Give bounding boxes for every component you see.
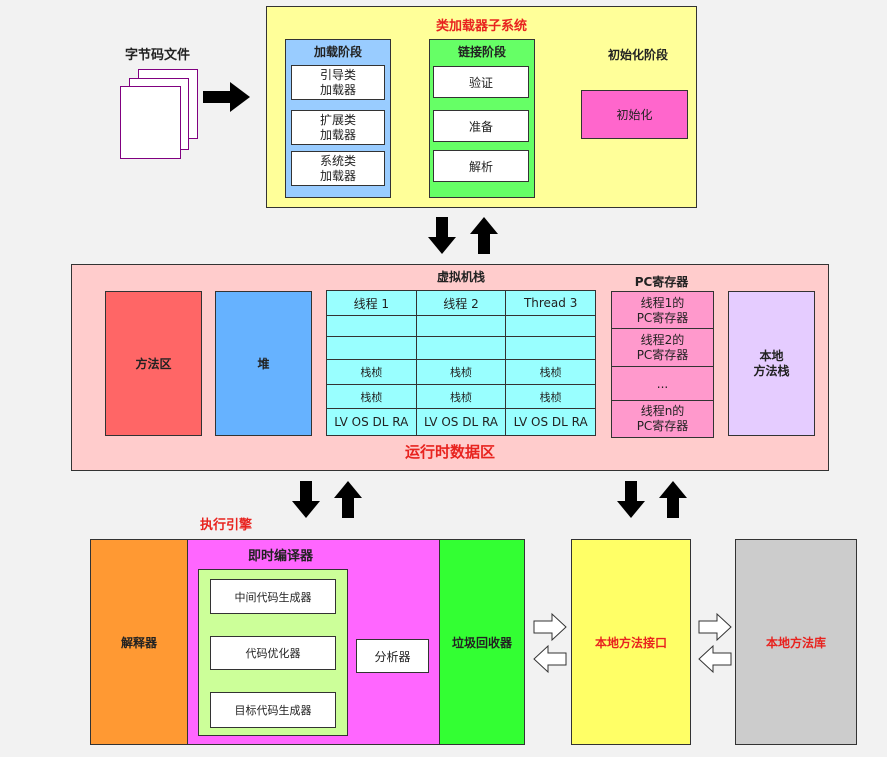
stack-frame: 栈桢 — [415, 359, 507, 385]
arrow-up-icon — [470, 217, 498, 254]
stack-header: 线程 2 — [415, 290, 507, 316]
jit-title: 即时编译器 — [248, 549, 314, 564]
pc-register-item: 线程2的 PC寄存器 — [611, 328, 714, 368]
stack-frame: 栈桢 — [505, 384, 596, 409]
bytecode-label: 字节码文件 — [125, 48, 191, 63]
arrow-up-icon — [334, 481, 362, 518]
arrow-right-icon — [698, 612, 732, 642]
system-classloader: 系统类 加载器 — [291, 151, 385, 186]
target-code-generator: 目标代码生成器 — [210, 692, 336, 728]
linking-phase-title: 链接阶段 — [457, 45, 506, 59]
stack-cell — [326, 336, 417, 360]
stack-header: Thread 3 — [505, 290, 596, 316]
verify-step: 验证 — [433, 66, 529, 98]
method-area: 方法区 — [105, 291, 202, 436]
arrow-left-icon — [698, 644, 732, 674]
init-phase-title: 初始化阶段 — [607, 48, 668, 62]
resolve-step: 解析 — [433, 150, 529, 182]
loading-phase-title: 加载阶段 — [313, 45, 362, 59]
pc-register-item: 线程1的 PC寄存器 — [611, 291, 714, 330]
ir-generator: 中间代码生成器 — [210, 579, 336, 614]
stack-frame: 栈桢 — [505, 359, 596, 385]
stack-cell — [326, 315, 417, 337]
vm-stack-title: 虚拟机栈 — [436, 270, 485, 284]
stack-frame: 栈桢 — [415, 384, 507, 409]
stack-cell — [505, 315, 596, 337]
arrow-up-icon — [659, 481, 687, 518]
arrow-right-icon — [203, 82, 250, 112]
bootstrap-classloader: 引导类 加载器 — [291, 65, 385, 100]
arrow-down-icon — [428, 217, 456, 254]
arrow-right-icon — [533, 612, 567, 642]
pc-register-item: 线程n的 PC寄存器 — [611, 400, 714, 438]
stack-frame-detail: LV OS DL RA — [326, 408, 417, 436]
arrow-down-icon — [292, 481, 320, 518]
extension-classloader: 扩展类 加载器 — [291, 110, 385, 145]
arrow-down-icon — [617, 481, 645, 518]
pc-register-item: ... — [611, 366, 714, 402]
stack-frame-detail: LV OS DL RA — [505, 408, 596, 436]
stack-header: 线程 1 — [326, 290, 417, 316]
pc-register-title: PC寄存器 — [634, 275, 689, 289]
classloader-title: 类加载器子系统 — [435, 19, 527, 34]
code-optimizer: 代码优化器 — [210, 636, 336, 670]
arrow-left-icon — [533, 644, 567, 674]
prepare-step: 准备 — [433, 110, 529, 142]
init-box: 初始化 — [581, 90, 688, 139]
runtime-title: 运行时数据区 — [404, 443, 495, 461]
native-method-interface: 本地方法接口 — [571, 539, 691, 745]
analyzer: 分析器 — [356, 639, 429, 673]
native-method-library: 本地方法库 — [735, 539, 857, 745]
execution-engine-title: 执行引擎 — [200, 518, 253, 533]
stack-cell — [415, 336, 507, 360]
stack-frame: 栈桢 — [326, 359, 417, 385]
native-method-stack: 本地 方法栈 — [728, 291, 815, 436]
heap: 堆 — [215, 291, 312, 436]
stack-cell — [415, 315, 507, 337]
vm-stack-table: 线程 1 线程 2 Thread 3 栈桢 栈桢 栈桢 栈桢 栈桢 栈桢 LV … — [326, 290, 596, 436]
stack-frame: 栈桢 — [326, 384, 417, 409]
stack-frame-detail: LV OS DL RA — [415, 408, 507, 436]
garbage-collector: 垃圾回收器 — [439, 539, 525, 745]
stack-cell — [505, 336, 596, 360]
interpreter: 解释器 — [90, 539, 188, 745]
